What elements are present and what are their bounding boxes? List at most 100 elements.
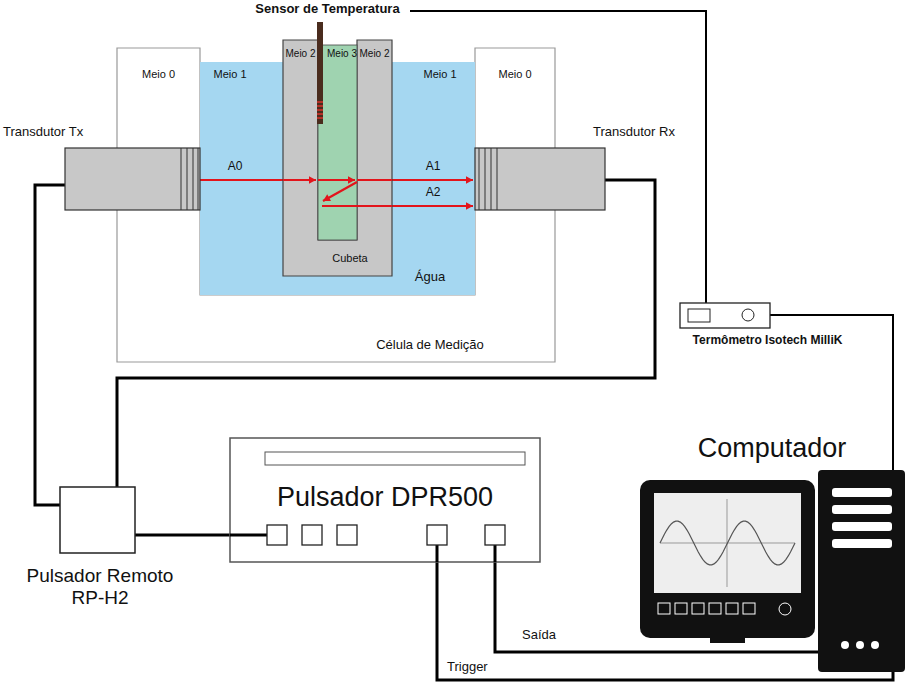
drive-bay bbox=[832, 539, 892, 548]
transducer-rx: Transdutor Rx bbox=[475, 125, 700, 212]
display-slot bbox=[265, 452, 525, 465]
connector-port bbox=[427, 525, 447, 545]
computer: Computador bbox=[640, 433, 908, 672]
node-label: Célula de Medição bbox=[345, 338, 515, 353]
text-holder: Termômetro Isotech MilliK bbox=[660, 334, 875, 348]
piezo-layer bbox=[187, 148, 188, 210]
connector-port bbox=[485, 525, 505, 545]
text-holder: Meio 0 bbox=[117, 68, 200, 81]
signal-label: A0 bbox=[220, 160, 250, 174]
ultrasound-path bbox=[357, 205, 392, 207]
tower-light bbox=[856, 641, 864, 649]
cuvette: CubetaMeio 2Meio 3Meio 2 bbox=[283, 40, 392, 276]
monitor bbox=[640, 480, 815, 638]
drive-bay bbox=[832, 488, 892, 497]
cuvette-wall-left: Meio 2 bbox=[283, 40, 318, 240]
sample-medium-outline bbox=[318, 45, 357, 240]
screen-button bbox=[658, 603, 670, 614]
cuvette-wall-right-outline bbox=[357, 40, 392, 240]
medium-label-box: Meio 0 bbox=[117, 62, 200, 92]
arrow-head bbox=[466, 202, 473, 210]
piezo-layer bbox=[479, 148, 480, 210]
temperature-sensor-outline bbox=[245, 2, 410, 130]
power-button bbox=[779, 603, 791, 615]
node-label: Sensor de Temperatura bbox=[245, 2, 410, 17]
text-holder: Computador bbox=[677, 433, 867, 464]
text-holder: Água bbox=[400, 270, 460, 285]
node-label: Meio 3 bbox=[324, 48, 357, 60]
cable bbox=[436, 545, 439, 562]
water-region: ÁguaCubetaMeio 2Meio 3Meio 2 bbox=[200, 62, 475, 295]
node-label: Transdutor Tx bbox=[3, 125, 113, 140]
text-holder: Célula de Medição bbox=[345, 338, 515, 353]
probe-stripe bbox=[317, 117, 323, 119]
probe-stripe bbox=[317, 105, 323, 107]
cuvette-wall bbox=[283, 40, 392, 276]
tower-light bbox=[841, 641, 849, 649]
cable bbox=[494, 545, 497, 562]
node-label: Transdutor Rx bbox=[593, 125, 700, 140]
ultrasound-path bbox=[392, 179, 473, 181]
text-holder: Meio 0 bbox=[475, 68, 555, 81]
ultrasound-path bbox=[392, 205, 473, 207]
arrow-head bbox=[309, 176, 316, 184]
screen-button bbox=[675, 603, 687, 614]
text-holder: Sensor de Temperatura bbox=[245, 2, 410, 17]
edge-label-holder: Trigger bbox=[445, 660, 490, 675]
label-holder: Meio 1 bbox=[415, 68, 465, 81]
node-label: Meio 0 bbox=[475, 68, 555, 81]
ultrasound-path bbox=[323, 182, 357, 201]
text-holder: Transdutor Rx bbox=[593, 125, 700, 140]
probe-stripe bbox=[317, 109, 323, 111]
arrow-head bbox=[466, 176, 473, 184]
cuvette-wall-right: Meio 2 bbox=[357, 40, 392, 240]
label-holder: A2 bbox=[418, 186, 448, 200]
medium-label-box: Meio 0 bbox=[475, 62, 555, 92]
monitor-stand bbox=[710, 638, 745, 643]
ultrasound-path bbox=[322, 205, 357, 207]
screen bbox=[654, 493, 801, 593]
node-label: Meio 2 bbox=[283, 48, 318, 60]
text-holder: Meio 2 bbox=[357, 48, 392, 60]
node-label: Termômetro Isotech MilliK bbox=[660, 334, 875, 348]
piezo-layer bbox=[181, 148, 182, 210]
text-holder: Meio 2 bbox=[283, 48, 318, 60]
piezo-layer bbox=[497, 148, 498, 210]
connector-port bbox=[337, 525, 357, 545]
text-holder: Meio 3 bbox=[324, 48, 357, 60]
cable bbox=[135, 534, 230, 537]
computer-tower bbox=[818, 470, 905, 672]
node-label: Meio 2 bbox=[357, 48, 392, 60]
label-holder: A0 bbox=[220, 160, 250, 174]
signal-name: Trigger bbox=[445, 660, 490, 675]
node-label: Meio 0 bbox=[117, 68, 200, 81]
sample-liquid bbox=[318, 45, 357, 240]
probe-stripe bbox=[317, 113, 323, 115]
screen-button bbox=[743, 603, 755, 614]
label-holder: Meio 1 bbox=[205, 68, 255, 81]
ultrasound-path bbox=[357, 179, 392, 181]
thermometer: Termômetro Isotech MilliK bbox=[660, 300, 875, 352]
text-holder: Transdutor Tx bbox=[3, 125, 113, 140]
signal-label: A1 bbox=[418, 160, 448, 174]
pulser-box bbox=[60, 487, 135, 553]
computer-outline bbox=[640, 433, 908, 672]
edge-label-holder: Saída bbox=[520, 628, 558, 643]
ultrasound-path bbox=[200, 179, 283, 181]
drive-bay bbox=[832, 505, 892, 514]
piezo-layer bbox=[193, 148, 194, 210]
piezo-layer bbox=[198, 148, 199, 210]
screen-button bbox=[709, 603, 721, 614]
node-label: Água bbox=[400, 270, 460, 285]
pulser-case bbox=[230, 438, 540, 562]
waveform bbox=[660, 521, 795, 565]
medium-label: Meio 1 bbox=[415, 68, 465, 81]
piezo-layer bbox=[485, 148, 486, 210]
thermometer-body bbox=[680, 303, 770, 328]
tower-light bbox=[871, 641, 879, 649]
sensor-probe bbox=[317, 22, 323, 124]
transducer-tx: Transdutor Tx bbox=[3, 125, 200, 212]
node-label: Pulsador DPR500 bbox=[230, 482, 540, 513]
signal-label: A2 bbox=[418, 186, 448, 200]
